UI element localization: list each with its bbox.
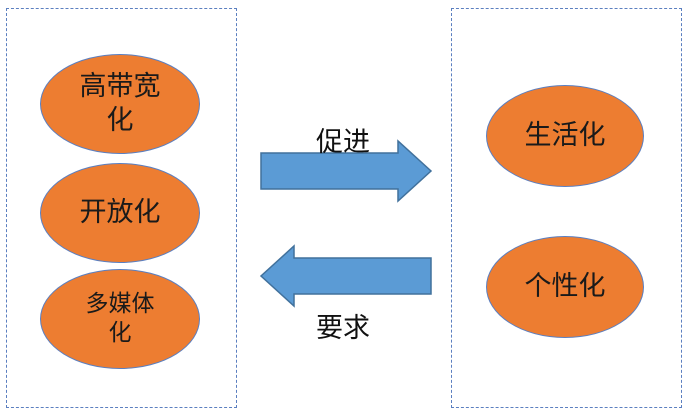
node-high-bandwidth-label: 高带宽化: [79, 71, 161, 136]
right-group-box: [451, 8, 682, 408]
node-high-bandwidth: 高带宽化: [40, 54, 200, 154]
left-arrow-shape: [259, 244, 432, 308]
node-lifestyle-label: 生活化: [524, 120, 606, 152]
node-personalization-label: 个性化: [524, 271, 606, 303]
arrow-label-require: 要求: [316, 313, 370, 344]
node-openness: 开放化: [40, 163, 200, 263]
right-arrow-shape: [260, 139, 433, 203]
node-personalization: 个性化: [486, 236, 644, 338]
node-lifestyle: 生活化: [486, 85, 644, 187]
left-group-box: [6, 8, 237, 408]
node-multimedia: 多媒体化: [40, 269, 200, 369]
node-openness-label: 开放化: [79, 197, 161, 229]
left-arrow-icon: [259, 244, 432, 308]
right-arrow-icon: [260, 139, 433, 203]
arrow-label-promote: 促进: [316, 127, 370, 158]
node-multimedia-label: 多媒体化: [85, 291, 155, 346]
